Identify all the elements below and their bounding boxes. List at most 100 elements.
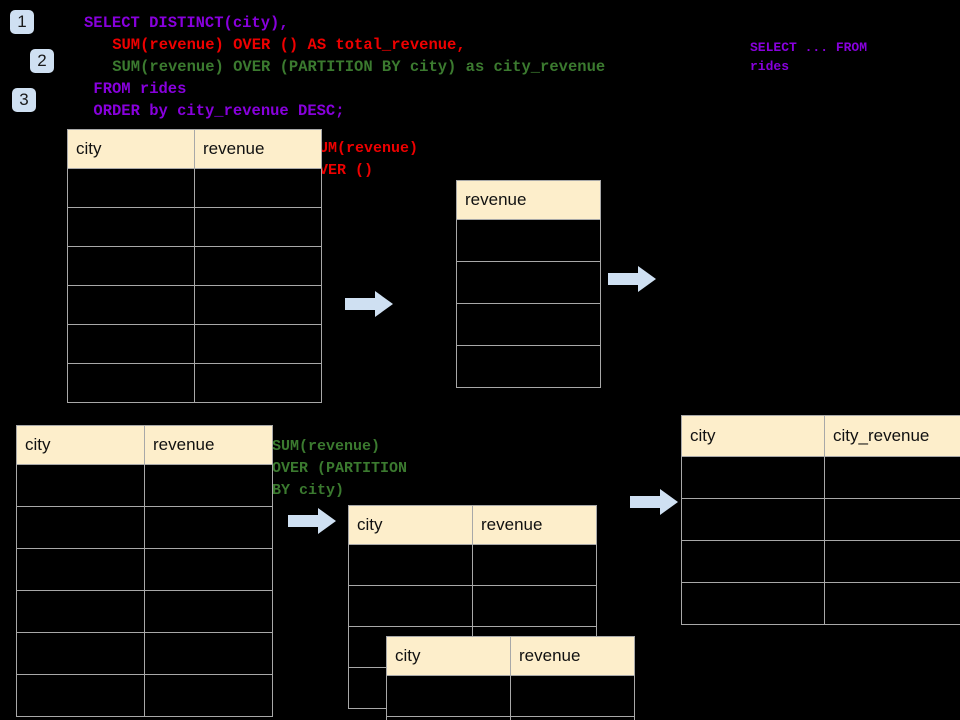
table-cell xyxy=(16,464,145,507)
table-cell xyxy=(67,168,195,208)
table-row xyxy=(67,168,322,208)
table-row xyxy=(67,246,322,286)
column-header-city: city xyxy=(348,505,473,545)
table-cell xyxy=(194,246,322,286)
table-cell xyxy=(144,632,273,675)
column-header-revenue: revenue xyxy=(510,636,635,676)
total-revenue-table: revenue xyxy=(456,180,601,388)
table-cell xyxy=(67,246,195,286)
table-cell xyxy=(144,464,273,507)
table-cell xyxy=(67,363,195,403)
table-cell xyxy=(386,675,511,717)
table-row xyxy=(681,582,960,625)
table-cell xyxy=(144,506,273,549)
table-cell xyxy=(194,168,322,208)
table-row xyxy=(67,324,322,364)
arrow-source-to-groups xyxy=(288,508,336,534)
table-cell xyxy=(824,498,960,541)
arrow-source-to-total xyxy=(345,291,393,317)
sql-line-3: SUM(revenue) OVER (PARTITION BY city) as… xyxy=(112,58,606,76)
table-row xyxy=(681,540,960,583)
step-badge-1: 1 xyxy=(10,10,34,34)
table-cell xyxy=(348,544,473,586)
column-header-city: city xyxy=(681,415,825,457)
arrow-groups-to-result xyxy=(630,489,678,515)
column-header-city: city xyxy=(386,636,511,676)
table-cell xyxy=(456,303,601,346)
table-row xyxy=(67,207,322,247)
table-row xyxy=(16,548,273,591)
table-cell xyxy=(348,585,473,627)
table-cell xyxy=(194,207,322,247)
table-cell xyxy=(681,540,825,583)
column-header-revenue: revenue xyxy=(144,425,273,465)
table-cell xyxy=(16,506,145,549)
table-cell xyxy=(824,456,960,499)
column-header-revenue: revenue xyxy=(194,129,322,169)
table-cell xyxy=(67,207,195,247)
annotation-sum-over-partition: SUM(revenue) OVER (PARTITION BY city) xyxy=(272,438,408,499)
sql-line-1: SELECT DISTINCT(city), xyxy=(84,14,289,32)
sql-line-4: FROM rides xyxy=(93,80,187,98)
table-cell xyxy=(67,285,195,325)
table-cell xyxy=(681,456,825,499)
table-cell xyxy=(456,345,601,388)
table-cell xyxy=(144,548,273,591)
table-row xyxy=(16,464,273,507)
column-header-revenue: revenue xyxy=(472,505,597,545)
table-cell xyxy=(456,261,601,304)
table-cell xyxy=(510,716,635,720)
table-header-row: revenue xyxy=(456,180,601,220)
table-cell xyxy=(472,585,597,627)
column-header-city_revenue: city_revenue xyxy=(824,415,960,457)
table-cell xyxy=(824,540,960,583)
table-row xyxy=(348,585,597,627)
table-row xyxy=(456,219,601,262)
table-row xyxy=(16,674,273,717)
step-badge-2: 2 xyxy=(30,49,54,73)
column-header-city: city xyxy=(16,425,145,465)
table-cell xyxy=(386,716,511,720)
step-badge-3: 3 xyxy=(12,88,36,112)
table-cell xyxy=(144,674,273,717)
table-cell xyxy=(681,582,825,625)
table-row xyxy=(386,675,635,717)
table-cell xyxy=(16,632,145,675)
table-cell xyxy=(16,590,145,633)
annotation-source-query: SELECT ... FROM rides xyxy=(750,40,868,74)
table-cell xyxy=(824,582,960,625)
table-cell xyxy=(681,498,825,541)
annotation-sum-over-empty: SUM(revenue) OVER () xyxy=(310,140,419,179)
table-row xyxy=(16,632,273,675)
table-cell xyxy=(194,285,322,325)
table-cell xyxy=(16,674,145,717)
table-row xyxy=(456,345,601,388)
table-cell xyxy=(16,548,145,591)
column-header-revenue: revenue xyxy=(456,180,601,220)
table-row xyxy=(67,363,322,403)
table-row xyxy=(456,261,601,304)
table-row xyxy=(16,506,273,549)
sql-query-block: SELECT DISTINCT(city), SUM(revenue) OVER … xyxy=(84,12,605,122)
sql-line-5: ORDER by city_revenue DESC; xyxy=(93,102,345,120)
table-cell xyxy=(67,324,195,364)
table-row xyxy=(681,498,960,541)
table-row xyxy=(456,303,601,346)
arrow-total-to-result xyxy=(608,266,656,292)
table-cell xyxy=(194,363,322,403)
table-cell xyxy=(144,590,273,633)
table-cell xyxy=(472,544,597,586)
table-row xyxy=(681,456,960,499)
sql-line-2: SUM(revenue) OVER () AS total_revenue, xyxy=(112,36,466,54)
table-cell xyxy=(456,219,601,262)
